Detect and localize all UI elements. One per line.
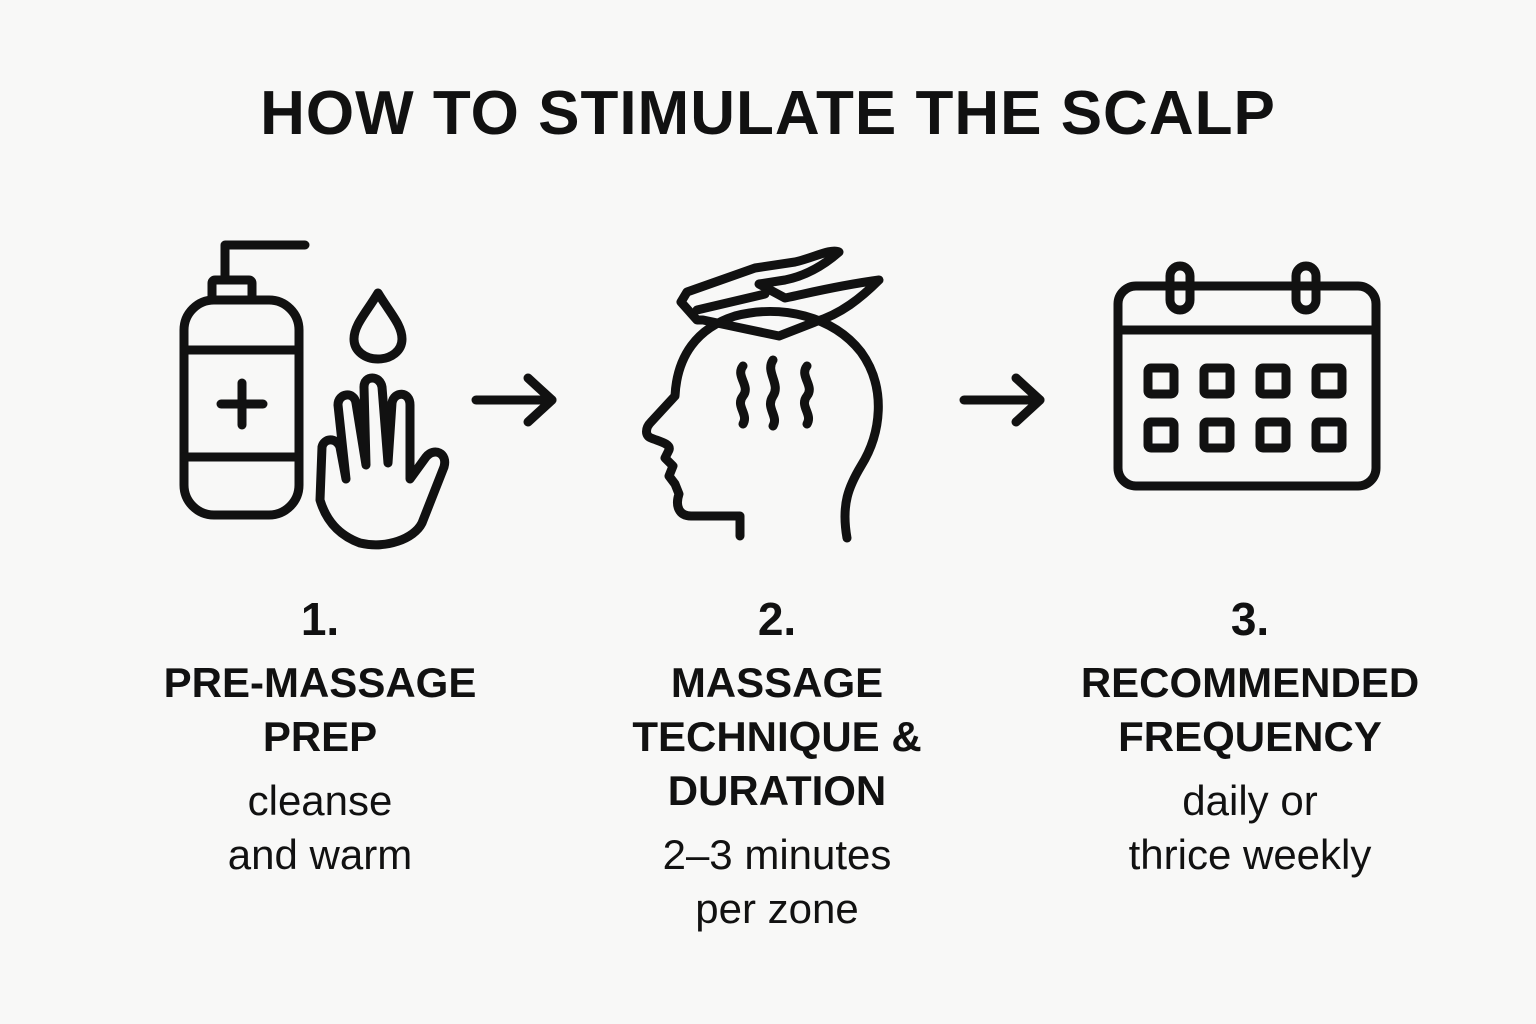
bottle-pump [220,240,310,285]
step-description-line: and warm [227,831,413,878]
step-description-line: per zone [695,885,859,932]
step-title-line: PREP [262,713,378,760]
lotion-bottle-and-hand-graphic [179,240,450,550]
calendar-icon [1108,258,1388,500]
step-title-line: DURATION [667,767,887,814]
step-number: 1. [300,593,340,645]
head-outline [642,307,883,543]
arrow-right-icon [470,370,562,430]
bottle-body [179,295,304,520]
step-description: daily or thrice weekly [1040,774,1460,882]
arrow-right-icon [958,370,1050,430]
step-description-line: 2–3 minutes [662,831,892,878]
step-title: PRE-MASSAGE PREP [120,656,520,764]
hand-finger-line [692,289,770,315]
calendar-day [1311,363,1347,399]
massaging-hand [676,246,884,341]
heat-wave-right [800,361,814,429]
calendar-day [1143,417,1179,453]
step-title-line: PRE-MASSAGE [163,659,477,706]
step-description-line: daily or [1182,777,1318,824]
head-massage-icon [635,240,895,550]
step-title-line: FREQUENCY [1118,713,1382,760]
step-description: cleanse and warm [120,774,520,882]
step-title-line: TECHNIQUE & [632,713,922,760]
step-title-line: MASSAGE [670,659,884,706]
hand-outline [315,373,450,550]
heat-wave-middle [766,355,780,431]
step-description-line: cleanse [247,777,393,824]
calendar-day [1199,363,1235,399]
step-1: 1. PRE-MASSAGE PREP cleanse and warm [120,592,520,882]
calendar-day [1143,363,1179,399]
step-number: 2. [757,593,797,645]
step-title: RECOMMENDED FREQUENCY [1040,656,1460,764]
step-title-line: RECOMMENDED [1080,659,1420,706]
calendar-day [1199,417,1235,453]
step-3: 3. RECOMMENDED FREQUENCY daily or thrice… [1040,592,1460,882]
step-description-line: thrice weekly [1128,831,1372,878]
page-title: HOW TO STIMULATE THE SCALP [260,79,1276,148]
calendar-day [1255,417,1291,453]
step-2: 2. MASSAGE TECHNIQUE & DURATION 2–3 minu… [570,592,984,936]
water-drop [349,288,407,364]
step-description: 2–3 minutes per zone [570,828,984,936]
calendar-body [1113,281,1381,491]
heat-wave-left [736,361,750,429]
calendar-day [1255,363,1291,399]
lotion-bottle-and-hand-icon [170,235,470,555]
step-number: 3. [1230,593,1270,645]
step-title: MASSAGE TECHNIQUE & DURATION [570,656,984,818]
calendar-ring-left [1165,261,1195,315]
calendar-day [1311,417,1347,453]
calendar-graphic [1113,261,1381,491]
head-massage-graphic [642,246,884,543]
calendar-ring-right [1291,261,1321,315]
